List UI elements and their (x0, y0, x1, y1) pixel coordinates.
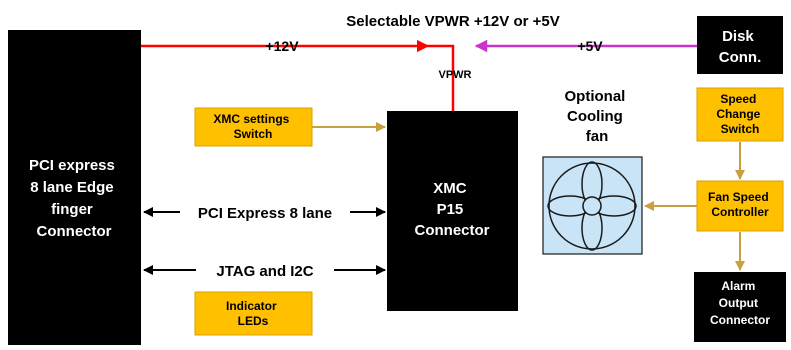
indicator-leds-box (194, 291, 313, 336)
fan-speed-controller-label: Fan Speed Controller (708, 190, 772, 219)
edge-connector-label: PCI express 8 lane Edge finger Connector (29, 157, 119, 240)
jtag-link-label: JTAG and I2C (216, 263, 313, 280)
xmc-settings-switch-label: XMC settings Switch (213, 112, 292, 141)
vpwr-label: VPWR (439, 69, 472, 81)
cooling-fan-label: Optional Cooling fan (565, 88, 630, 145)
alarm-output-connector-label: Alarm Output Connector (710, 279, 770, 327)
speed-change-switch-label: Speed Change Switch (716, 92, 763, 136)
pci-express-link-label: PCI Express 8 lane (198, 205, 332, 222)
xmc-connector-label: XMC P15 Connector (415, 180, 490, 239)
fan-speed-controller-box (696, 180, 784, 232)
disk-connector-block (697, 16, 783, 74)
diagram-title: Selectable VPWR +12V or +5V (346, 13, 559, 30)
speed-change-switch-box (696, 87, 784, 142)
plus12v-label: +12V (265, 38, 299, 54)
xmc-connector-block (387, 111, 518, 311)
edge-connector-block (8, 30, 141, 345)
disk-connector-label: Disk Conn. (719, 28, 762, 66)
alarm-output-connector-block (694, 272, 786, 342)
vpwr-line (428, 44, 455, 112)
fan-icon (542, 156, 643, 255)
plus5v-label: +5V (577, 38, 603, 54)
indicator-leds-label: Indicator LEDs (226, 299, 280, 328)
